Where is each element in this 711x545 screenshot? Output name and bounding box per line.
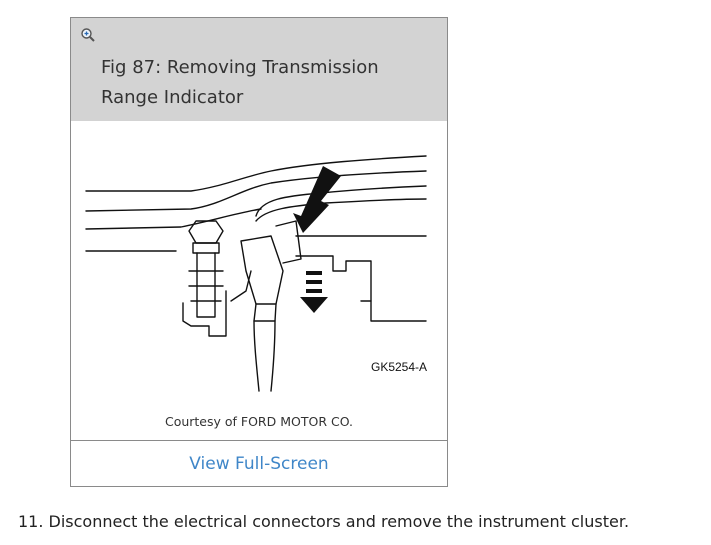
instruction-step: 11. Disconnect the electrical connectors… <box>18 512 630 531</box>
figure-header: Fig 87: Removing Transmission Range Indi… <box>71 18 447 121</box>
figure-title: Fig 87: Removing Transmission Range Indi… <box>101 57 379 108</box>
figure-credit: Courtesy of FORD MOTOR CO. <box>164 414 354 429</box>
transmission-range-indicator-diagram: GK5254-A <box>85 155 427 392</box>
view-full-screen-link[interactable]: View Full-Screen <box>189 454 329 474</box>
figure-image-code: GK5254-A <box>371 360 427 374</box>
divider <box>71 440 447 441</box>
zoom-in-icon[interactable] <box>80 27 96 43</box>
figure-card: Fig 87: Removing Transmission Range Indi… <box>70 17 448 487</box>
